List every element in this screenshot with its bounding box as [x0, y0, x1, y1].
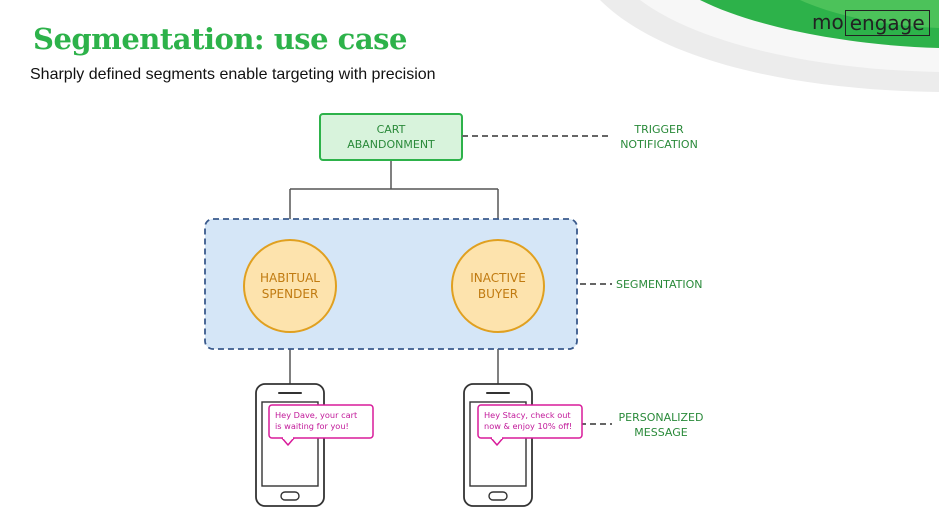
segmentation-label: SEGMENTATION [616, 278, 703, 291]
trigger-line-2: NOTIFICATION [620, 138, 698, 151]
slide-title: Segmentation: use case [33, 22, 407, 56]
phone-left-icon [255, 383, 325, 507]
message-left-line-1: Hey Dave, your cart [275, 410, 358, 420]
segment-circle-habitual [243, 239, 337, 333]
message-right-line-2: now & enjoy 10% off! [484, 421, 573, 431]
segment-habitual-line-2: SPENDER [261, 287, 319, 301]
root-line-2: ABANDONMENT [347, 138, 435, 151]
logo-text-b: engage [844, 10, 930, 36]
segment-circle-inactive [451, 239, 545, 333]
logo-text-a: mo [812, 10, 844, 34]
root-line-1: CART [376, 123, 406, 136]
segment-habitual-spender: HABITUAL SPENDER [244, 240, 336, 332]
trigger-notification-label: TRIGGER NOTIFICATION [614, 122, 704, 152]
message-bubble-left [268, 404, 374, 446]
moengage-logo: mo engage [812, 10, 930, 36]
segment-inactive-line-2: BUYER [477, 287, 519, 301]
message-left-line-2: is waiting for you! [275, 421, 349, 431]
message-right-line-1: Hey Stacy, check out [484, 410, 571, 420]
trigger-line-1: TRIGGER [634, 123, 684, 136]
message-right-text: Hey Stacy, check out now & enjoy 10% off… [484, 410, 572, 432]
phone-right-icon [463, 383, 533, 507]
personalized-line-1: PERSONALIZED [618, 411, 704, 424]
message-left-text: Hey Dave, your cart is waiting for you! [275, 410, 357, 432]
message-bubble-right [477, 404, 583, 446]
personalized-message-label: PERSONALIZED MESSAGE [614, 410, 708, 440]
personalized-line-2: MESSAGE [634, 426, 688, 439]
segment-inactive-line-1: INACTIVE [470, 271, 526, 285]
slide-subtitle: Sharply defined segments enable targetin… [30, 66, 436, 83]
segment-inactive-buyer: INACTIVE BUYER [452, 240, 544, 332]
segment-habitual-line-1: HABITUAL [259, 271, 320, 285]
root-node-cart-abandonment: CART ABANDONMENT [320, 114, 462, 160]
